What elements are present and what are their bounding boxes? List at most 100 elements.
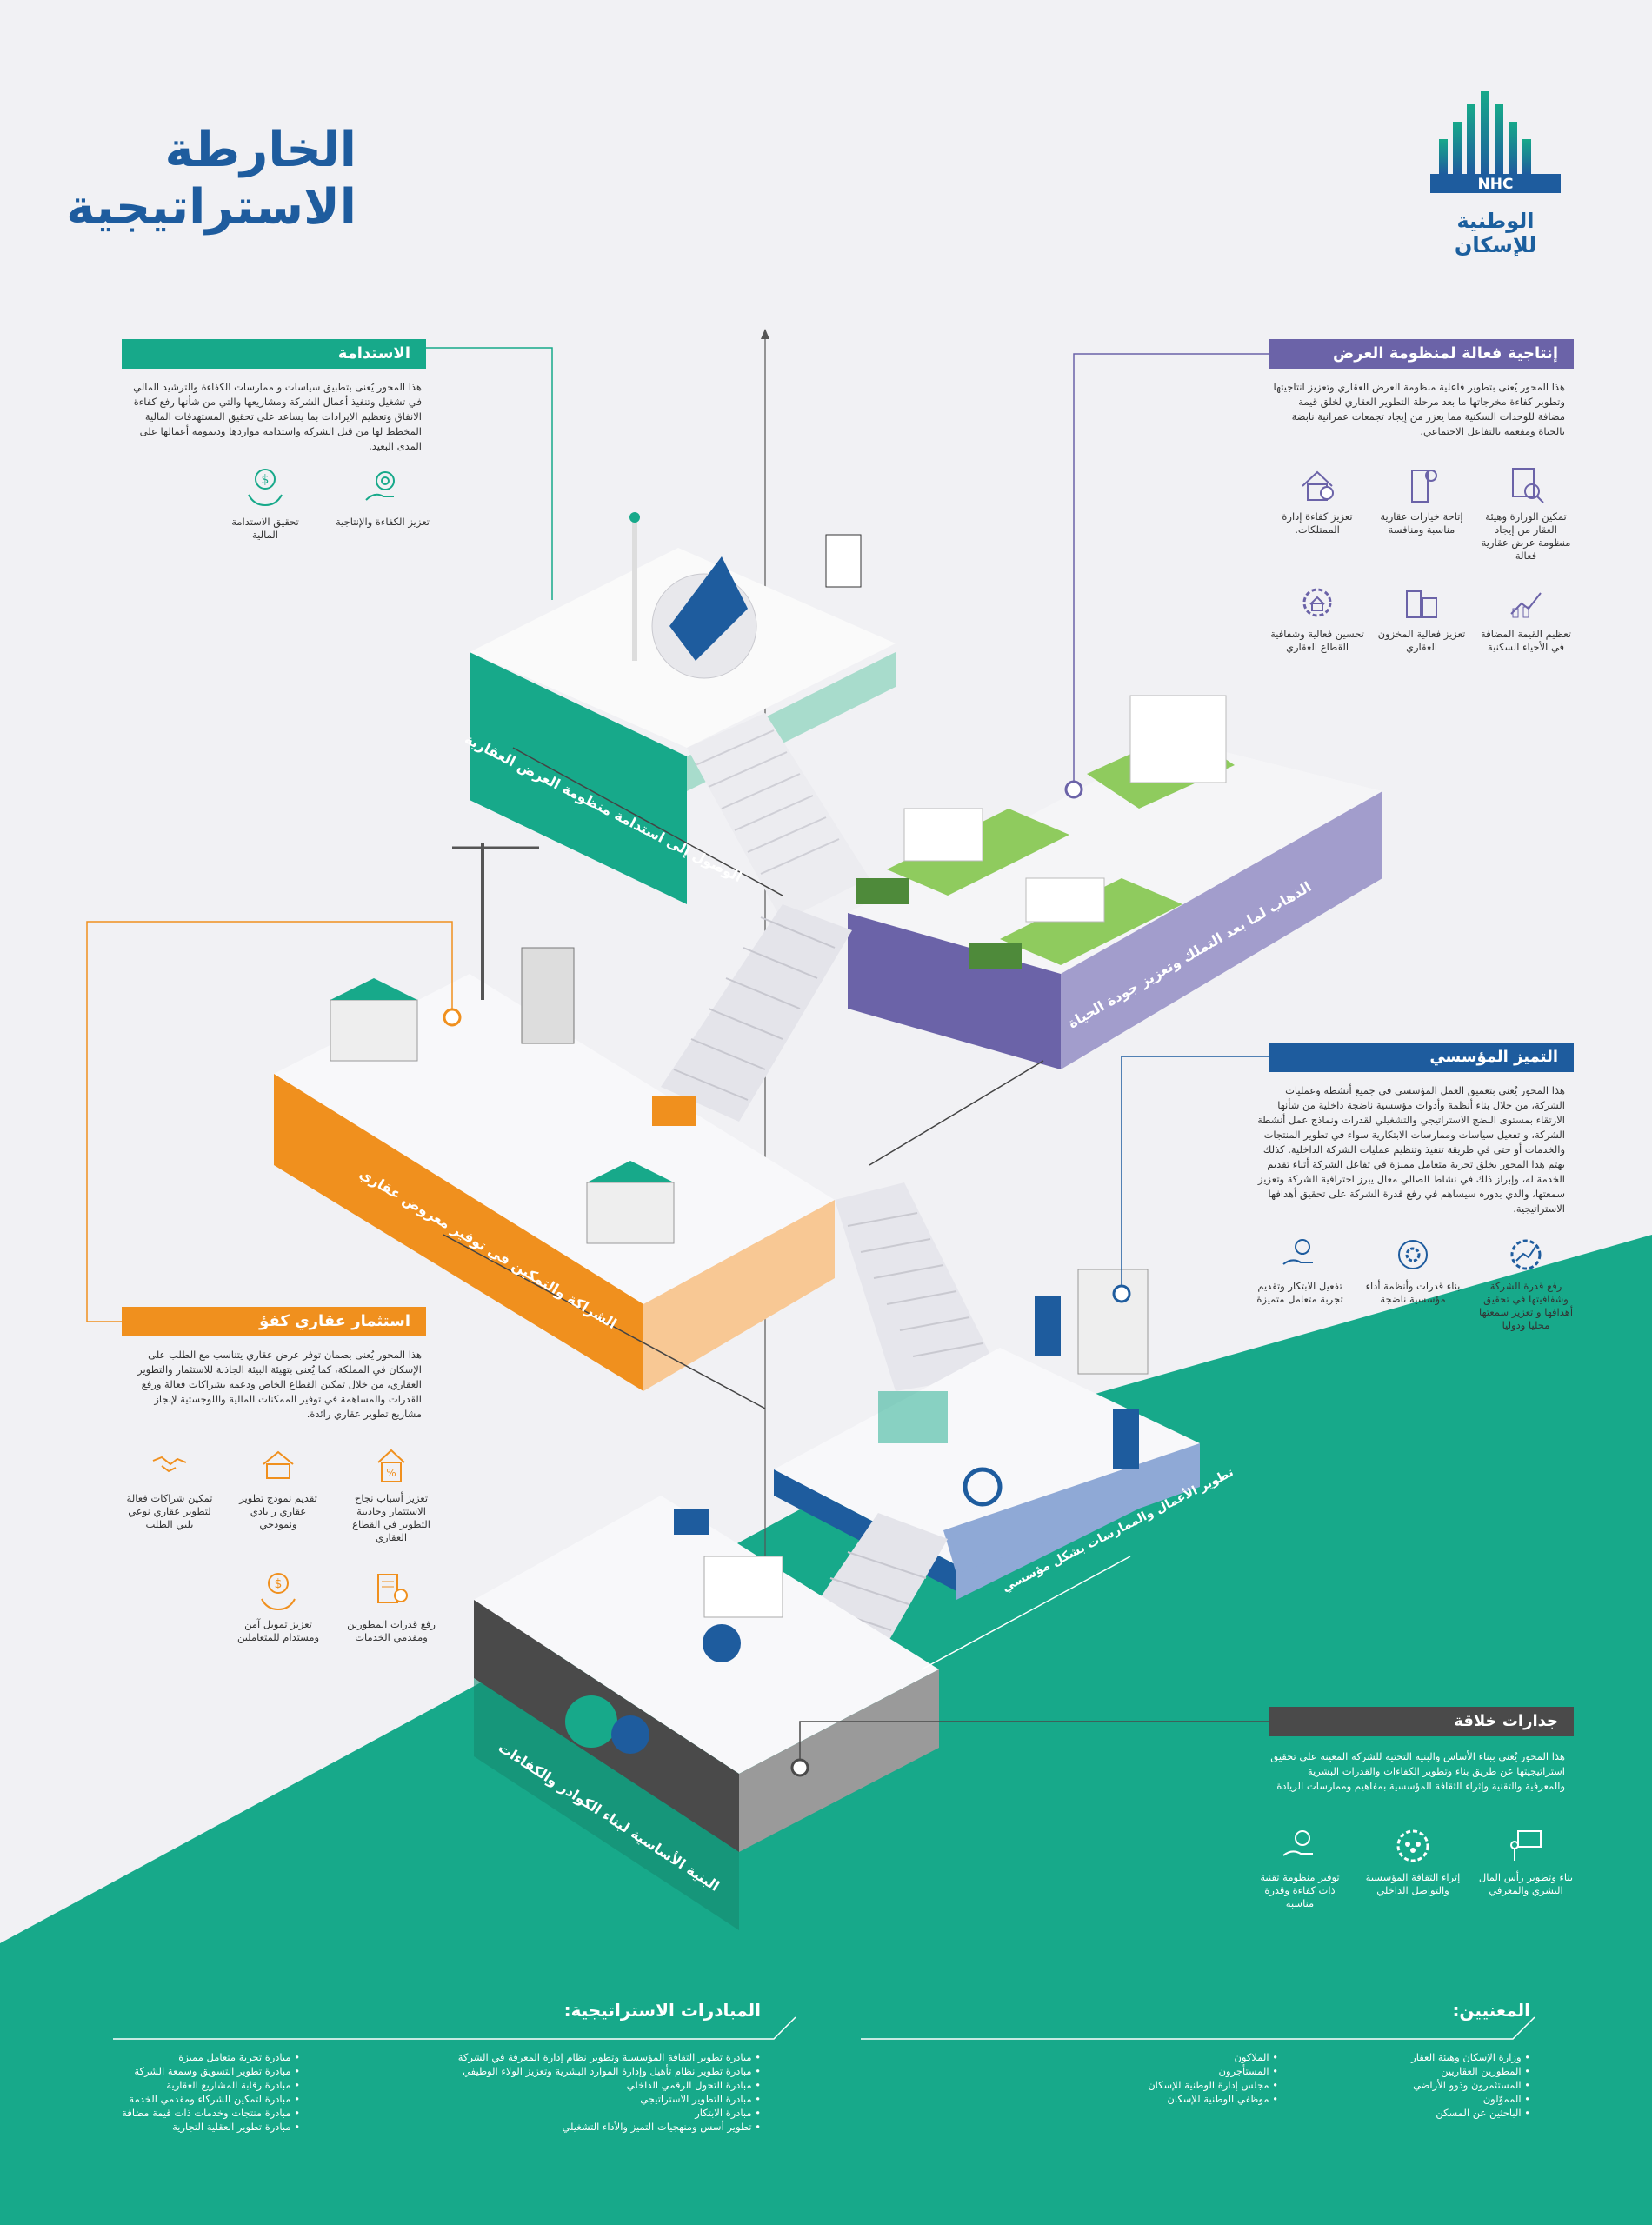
svg-text:%: %	[386, 1467, 396, 1479]
stairs-3	[835, 1182, 1000, 1391]
stakeholders-title: المعنيين:	[1452, 2000, 1530, 2021]
presentation-icon	[1510, 1830, 1542, 1861]
capabilities-item-1: بناء وتطوير رأس المال البشري والمعرفي	[1478, 1826, 1574, 1897]
house-check-icon	[1302, 470, 1334, 501]
svg-text:$: $	[262, 473, 270, 487]
stakeholders-list-2: الملاكون المستأجرون مجلس إدارة الوطنية ل…	[1087, 2050, 1278, 2106]
excellence-item-2-label: بناء قدرات وأنظمة أداء مؤسسية ناضجة	[1365, 1280, 1461, 1305]
sustainability-header: الاستدامة	[122, 339, 426, 369]
investment-item-4-label: رفع قدرات المطورين ومقدمي الخدمات	[347, 1618, 436, 1643]
percent-building-icon: %	[377, 1449, 405, 1482]
sustainability-item-1-label: تعزيز الكفاءة والإنتاجية	[336, 516, 430, 528]
capabilities-item-2-label: إثراء الثقافة المؤسسية والتواصل الداخلي	[1365, 1871, 1461, 1896]
supply-item-3-label: تعزيز كفاءة إدارة الممتلكات.	[1282, 510, 1353, 536]
initiatives-list-1: مبادرة تطوير الثقافة المؤسسية وتطوير نظا…	[396, 2050, 761, 2134]
capabilities-header: جدارات خلاقة	[1269, 1707, 1574, 1736]
platform-investment	[274, 843, 835, 1391]
supply-header: إنتاجية فعالة لمنظومة العرض	[1269, 339, 1574, 369]
list-item: موظفي الوطنية للإسكان	[1087, 2092, 1278, 2106]
cycle-gear-icon	[1398, 1240, 1428, 1269]
money-hand-icon: $	[248, 469, 283, 507]
building-gear-icon	[1411, 470, 1437, 503]
investment-item-2-label: تقديم نموذج تطوير عقاري ر يادي ونموذجي	[239, 1492, 317, 1530]
checklist-worker-icon	[377, 1574, 408, 1603]
list-item: مبادرة التحول الرقمي الداخلي	[396, 2078, 761, 2092]
investment-item-1-label: تعزيز أسباب نجاح الاستثمار وجاذبية التطو…	[352, 1492, 430, 1543]
stairs-2	[661, 904, 852, 1122]
list-item: مبادرة تطوير التسويق وسمعة الشركة	[91, 2064, 300, 2078]
list-item: مبادرة تطوير العقلية التجارية	[91, 2120, 300, 2134]
list-item: مبادرة تطوير الثقافة المؤسسية وتطوير نظا…	[396, 2050, 761, 2064]
chart-gear-icon	[1510, 1239, 1542, 1270]
supply-item-1: تمكين الوزارة وهيئة العقار من إيجاد منظو…	[1478, 465, 1574, 563]
sustainability-item-2: $ تحقيق الاستدامة المالية	[217, 465, 313, 542]
list-item: مبادرة التطوير الاستراتيجي	[396, 2092, 761, 2106]
excellence-item-1: رفع قدرة الشركة وشفافيتها في تحقيق أهداف…	[1478, 1235, 1574, 1332]
capabilities-item-3-label: توفير منظومة تقنية ذات كفاءة وقدرة مناسب…	[1260, 1871, 1340, 1909]
investment-item-3-label: تمكين شراكات فعالة لتطوير عقاري نوعي يلب…	[126, 1492, 213, 1530]
logo-name: الوطنية للإسكان	[1454, 209, 1537, 257]
sustainability-item-1: تعزيز الكفاءة والإنتاجية	[335, 465, 430, 529]
list-item: الباحثين عن المسكن	[1322, 2106, 1530, 2120]
gear-hand-icon	[365, 471, 395, 501]
capabilities-item-1-label: بناء وتطوير رأس المال البشري والمعرفي	[1478, 1871, 1574, 1896]
capabilities-text: هذا المحور يُعنى ببناء الأساس والبنية ال…	[1270, 1750, 1565, 1792]
document-search-icon	[1512, 468, 1544, 503]
list-item: مبادرة رقابة المشاريع العقارية	[91, 2078, 300, 2092]
investment-item-2: تقديم نموذج تطوير عقاري ر يادي ونموذجي	[230, 1443, 326, 1531]
sustainability-item-2-label: تحقيق الاستدامة المالية	[231, 516, 299, 541]
callout-lines	[86, 347, 1269, 1777]
excellence-item-1-label: رفع قدرة الشركة وشفافيتها في تحقيق أهداف…	[1478, 1280, 1574, 1331]
logo-mark: NHC	[1478, 176, 1514, 193]
list-item: مبادرة تطوير نظام تأهيل وإدارة الموارد ا…	[396, 2064, 761, 2078]
page-title: الخارطة الاستراتيجية	[66, 122, 356, 236]
stairs-1	[687, 713, 869, 922]
list-item: مبادرة لتمكين الشركاء ومقدمي الخدمة	[91, 2092, 300, 2106]
supply-item-2-label: إتاحة خيارات عقارية مناسبة ومنافسة	[1380, 510, 1463, 536]
tech-hand-icon	[1282, 1830, 1313, 1856]
supply-item-5-label: تعزيز فعالية المخزون العقاري	[1377, 628, 1466, 653]
list-item: وزارة الإسكان وهيئة العقار	[1322, 2050, 1530, 2064]
supply-text: هذا المحور يُعنى بتطوير فاعلية منظومة ال…	[1273, 381, 1565, 437]
supply-item-3: تعزيز كفاءة إدارة الممتلكات.	[1269, 465, 1365, 536]
excellence-item-2: بناء قدرات وأنظمة أداء مؤسسية ناضجة	[1365, 1235, 1461, 1306]
investment-item-1: % تعزيز أسباب نجاح الاستثمار وجاذبية الت…	[343, 1443, 439, 1544]
investment-item-5: $ تعزيز تمويل آمن ومستدام للمتعاملين	[230, 1569, 326, 1644]
team-gear-icon	[1396, 1829, 1429, 1862]
title-line-2: الاستراتيجية	[66, 179, 356, 236]
investment-item-4: رفع قدرات المطورين ومقدمي الخدمات	[343, 1569, 439, 1644]
list-item: مجلس إدارة الوطنية للإسكان	[1087, 2078, 1278, 2092]
house-model-icon	[263, 1450, 294, 1479]
platform-quality-of-life	[848, 695, 1382, 1069]
excellence-item-3: تفعيل الابتكار وتقديم تجربة متعامل متميز…	[1252, 1235, 1348, 1306]
list-item: المموّلون	[1322, 2092, 1530, 2106]
logo-icon: NHC	[1430, 91, 1561, 193]
supply-item-6-label: تحسين فعالية وشفافية القطاع العقاري	[1270, 628, 1364, 653]
initiatives-title: المبادرات الاستراتيجية:	[563, 2000, 761, 2021]
list-item: المستثمرون وذوو الأراضي	[1322, 2078, 1530, 2092]
initiatives-list-2: مبادرة تجربة متعامل مميزة مبادرة تطوير ا…	[91, 2050, 300, 2134]
nhc-logo: NHC الوطنية للإسكان	[1422, 87, 1569, 257]
list-item: الملاكون	[1087, 2050, 1278, 2064]
platform-capabilities	[474, 1496, 939, 1930]
investment-header: استثمار عقاري كفؤ	[122, 1307, 426, 1336]
capabilities-item-3: توفير منظومة تقنية ذات كفاءة وقدرة مناسب…	[1252, 1826, 1348, 1910]
gear-house-icon	[1302, 588, 1332, 617]
supply-item-4: تعظيم القيمة المضافة في الأحياء السكنية	[1478, 583, 1574, 654]
money-hand-icon: $	[261, 1573, 296, 1611]
capabilities-item-2: إثراء الثقافة المؤسسية والتواصل الداخلي	[1365, 1826, 1461, 1897]
sustainability-text: هذا المحور يُعنى بتطبيق سياسات و ممارسات…	[133, 381, 422, 452]
supply-item-1-label: تمكين الوزارة وهيئة العقار من إيجاد منظو…	[1481, 510, 1571, 562]
excellence-item-3-label: تفعيل الابتكار وتقديم تجربة متعامل متميز…	[1256, 1280, 1343, 1305]
svg-text:$: $	[275, 1577, 283, 1591]
supply-item-5: تعزيز فعالية المخزون العقاري	[1374, 583, 1469, 654]
excellence-text: هذا المحور يُعنى بتعميق العمل المؤسسي في…	[1257, 1084, 1565, 1215]
supply-item-4-label: تعظيم القيمة المضافة في الأحياء السكنية	[1481, 628, 1571, 653]
supply-item-2: إتاحة خيارات عقارية مناسبة ومنافسة	[1374, 465, 1469, 536]
list-item: تطوير أسس ومنهجيات التميز والأداء التشغي…	[396, 2120, 761, 2134]
platform-excellence	[774, 1269, 1200, 1600]
list-item: مبادرة تجربة متعامل مميزة	[91, 2050, 300, 2064]
list-item: مبادرة منتجات وخدمات ذات قيمة مضافة	[91, 2106, 300, 2120]
